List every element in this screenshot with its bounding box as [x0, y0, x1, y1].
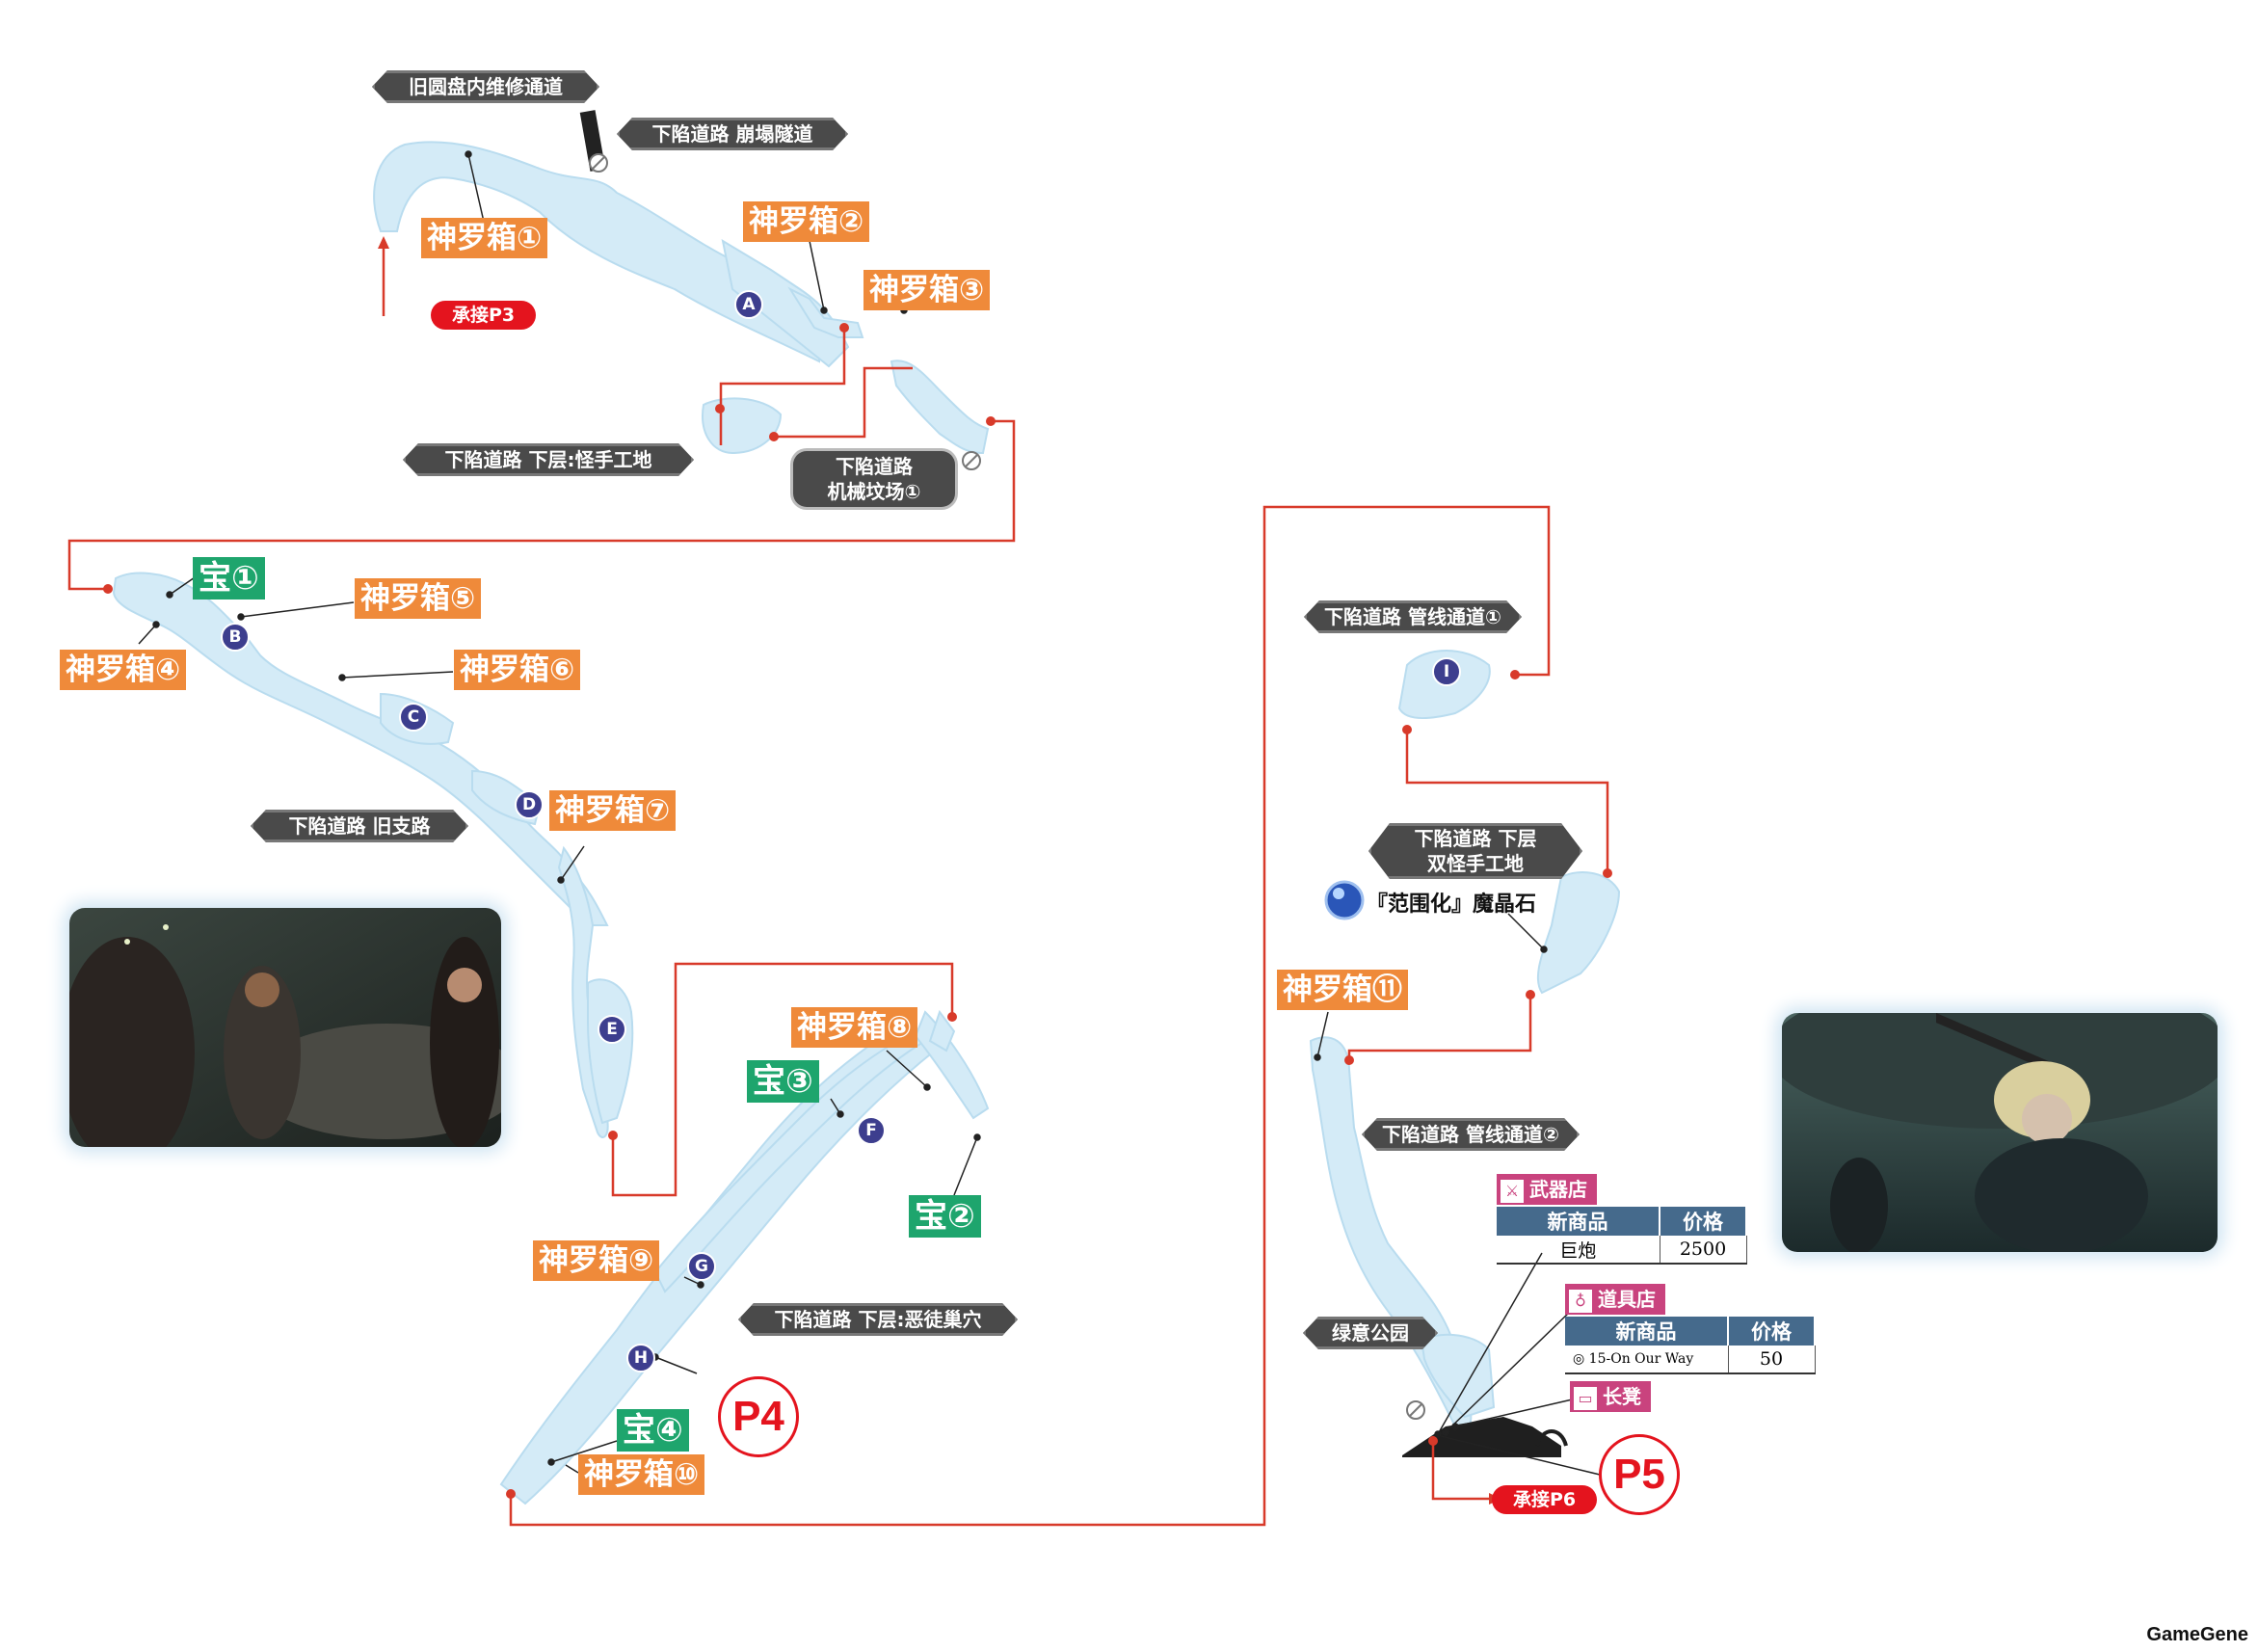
- corridor-right-park: [1420, 1333, 1496, 1419]
- materia-orb-icon: [1324, 880, 1365, 920]
- node-h: H: [626, 1344, 655, 1372]
- area-label-villain-nest: 下陷道路 下层:恶徒巢穴: [738, 1303, 1018, 1336]
- route-lower: [774, 366, 913, 439]
- page-mark-p5: P5: [1599, 1434, 1680, 1515]
- materia-label: 『范围化』魔晶石: [1367, 893, 1537, 917]
- area-label-pipeline-2: 下陷道路 管线通道②: [1362, 1118, 1580, 1151]
- page-mark-p4: P4: [718, 1376, 799, 1457]
- shinra-box-7: 神罗箱⑦: [549, 790, 677, 831]
- corridors: [112, 141, 1621, 1505]
- item-shop-header: ♁道具店: [1565, 1284, 1665, 1315]
- weapon-shop-icon: ⚔: [1501, 1179, 1524, 1203]
- area-label-collapsed-tunnel: 下陷道路 崩塌隧道: [617, 118, 848, 150]
- node-c: C: [399, 703, 428, 732]
- shinra-box-11: 神罗箱⑪: [1277, 970, 1408, 1010]
- corridor-mid-e: [587, 978, 634, 1125]
- route-bottom-to-right: [509, 505, 1551, 1527]
- treasure-3: 宝③: [747, 1060, 819, 1103]
- node-b: B: [221, 623, 250, 652]
- shinra-box-5: 神罗箱⑤: [355, 578, 482, 619]
- treasure-4: 宝④: [617, 1409, 689, 1452]
- route-dots: [103, 323, 1612, 1499]
- corridor-top-lower1: [702, 397, 783, 455]
- scene-photo-right-art: [1782, 1013, 2218, 1252]
- item-shop-icon: ♁: [1569, 1289, 1592, 1313]
- route-right-i-down: [1405, 730, 1609, 873]
- shinra-box-3: 神罗箱③: [863, 270, 991, 310]
- music-disc-icon: ◎: [1573, 1351, 1589, 1367]
- area-label-machine-graveyard: 下陷道路 机械坟场①: [793, 451, 955, 507]
- bench-header: ▭长凳: [1570, 1381, 1651, 1412]
- shinra-box-8: 神罗箱⑧: [791, 1007, 918, 1048]
- route-lines: [67, 246, 1609, 1527]
- corridor-right-double: [1536, 871, 1621, 995]
- node-f: F: [857, 1116, 886, 1145]
- area-label-old-branch: 下陷道路 旧支路: [251, 810, 468, 842]
- corridor-bottom-cap: [928, 1009, 956, 1052]
- scene-photo-right: [1782, 1013, 2218, 1252]
- shinra-box-2: 神罗箱②: [743, 201, 870, 242]
- route-start-arrow: [378, 236, 389, 249]
- route-box2: [719, 328, 846, 445]
- bench-icon: [1535, 1429, 1568, 1447]
- weapon-shop-header: ⚔武器店: [1497, 1174, 1597, 1205]
- bench-header-icon: ▭: [1574, 1386, 1597, 1410]
- node-g: G: [687, 1252, 716, 1281]
- shinra-box-9: 神罗箱⑨: [533, 1240, 660, 1281]
- treasure-2: 宝②: [909, 1195, 981, 1238]
- credit-watermark: GameGene: [2146, 1624, 2248, 1645]
- node-d: D: [515, 790, 544, 819]
- area-label-pipeline-1: 下陷道路 管线通道①: [1304, 600, 1522, 633]
- route-exit: [1431, 1436, 1489, 1501]
- scene-photo-left-art: [69, 908, 501, 1147]
- corridor-mid-start: [112, 572, 609, 926]
- route-mid-to-bottom: [611, 962, 954, 1197]
- treasure-1: 宝①: [193, 557, 265, 600]
- scene-photo-left: [69, 908, 501, 1147]
- node-i: I: [1432, 657, 1461, 686]
- shinra-box-1: 神罗箱①: [421, 218, 548, 258]
- route-top-to-mid: [67, 419, 1016, 591]
- area-label-lower-monster-site: 下陷道路 下层:怪手工地: [403, 443, 694, 476]
- node-e: E: [598, 1015, 626, 1044]
- shinra-box-6: 神罗箱⑥: [454, 650, 581, 690]
- shinra-box-4: 神罗箱④: [60, 650, 187, 690]
- connect-to-p6: 承接P6: [1492, 1485, 1598, 1514]
- area-label-green-park: 绿意公园: [1303, 1317, 1438, 1349]
- connect-from-p3: 承接P3: [431, 301, 537, 330]
- area-label-old-plate: 旧圆盘内维修通道: [372, 70, 599, 103]
- park-dark-area: [1402, 1417, 1561, 1457]
- corridor-top-right: [890, 360, 990, 455]
- shinra-box-10: 神罗箱⑩: [578, 1454, 705, 1495]
- node-a: A: [734, 290, 763, 319]
- area-label-double-monster: 下陷道路 下层 双怪手工地: [1368, 823, 1582, 879]
- bench: ▭长凳: [1570, 1381, 1651, 1412]
